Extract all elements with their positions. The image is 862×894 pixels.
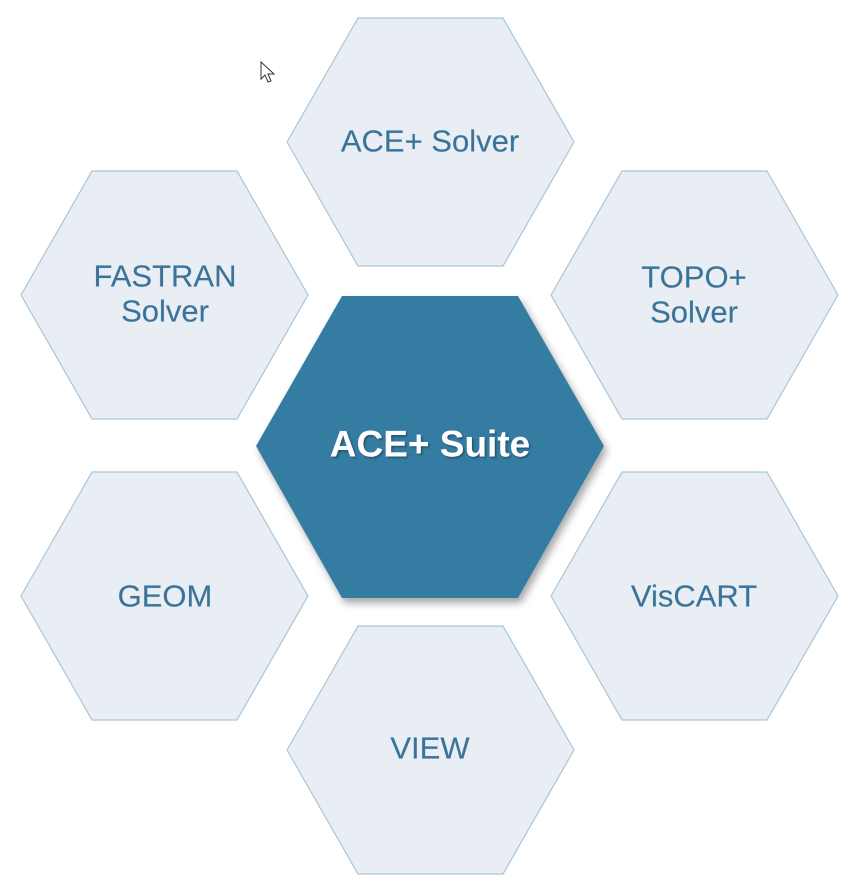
hexagon-ace-solver	[286, 17, 575, 267]
label-topo-solver-line2: Solver	[650, 295, 738, 330]
center-ace-suite: ACE+ Suite	[256, 296, 604, 598]
module-viscart: VisCART	[550, 471, 839, 721]
label-view: VIEW	[390, 731, 470, 766]
hexagon-view	[286, 625, 575, 875]
label-topo-solver-line1: TOPO+	[641, 260, 746, 295]
hexagon-fastran-solver	[20, 170, 309, 420]
label-fastran-solver-line2: Solver	[121, 294, 209, 329]
hexagon-topo-solver	[550, 170, 839, 420]
hexagon-geom	[20, 471, 309, 721]
hexagon-viscart	[550, 471, 839, 721]
label-fastran-solver-line1: FASTRAN	[94, 259, 237, 294]
label-geom: GEOM	[118, 579, 213, 614]
mouse-cursor-icon	[260, 60, 276, 83]
label-ace-solver: ACE+ Solver	[341, 124, 519, 159]
hexagon-center	[256, 296, 604, 598]
label-viscart: VisCART	[631, 579, 757, 614]
module-geom: GEOM	[20, 471, 309, 721]
module-ace-solver: ACE+ Solver	[286, 17, 575, 267]
module-view: VIEW	[286, 625, 575, 875]
module-fastran-solver: FASTRAN Solver	[20, 170, 309, 420]
module-topo-solver: TOPO+ Solver	[550, 170, 839, 420]
label-ace-suite: ACE+ Suite	[330, 424, 530, 465]
